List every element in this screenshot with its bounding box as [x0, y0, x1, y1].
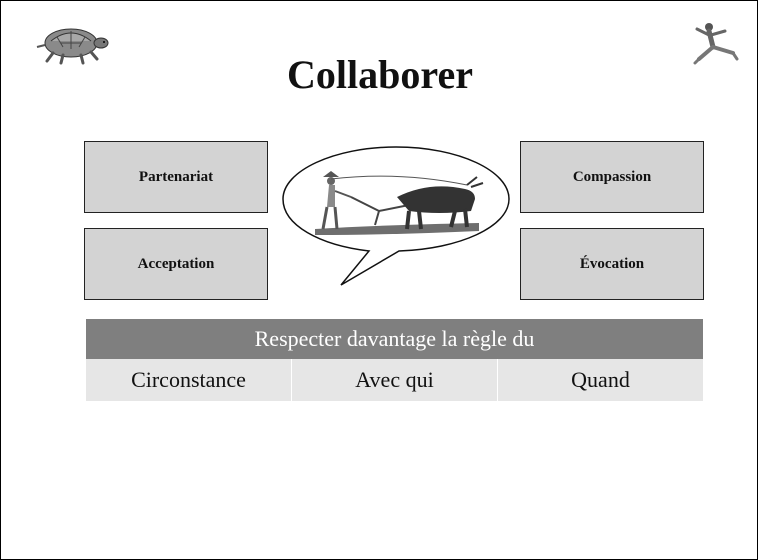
table-header: Respecter davantage la règle du — [86, 319, 703, 359]
cell-circonstance: Circonstance — [86, 359, 292, 401]
compassion-box: Compassion — [520, 141, 704, 213]
turtle-icon — [36, 28, 109, 65]
acceptation-box: Acceptation — [84, 228, 268, 300]
martial-arts-figure-icon — [693, 23, 739, 65]
cell-quand: Quand — [498, 359, 703, 401]
speech-bubble — [282, 146, 510, 286]
table-row: Circonstance Avec qui Quand — [86, 359, 703, 401]
evocation-box: Évocation — [520, 228, 704, 300]
rule-table: Respecter davantage la règle du Circonst… — [86, 319, 703, 401]
partenariat-box: Partenariat — [84, 141, 268, 213]
cell-avec-qui: Avec qui — [292, 359, 498, 401]
slide-title: Collaborer — [287, 52, 473, 97]
farmer-plowing-with-ox-illustration — [315, 171, 484, 235]
